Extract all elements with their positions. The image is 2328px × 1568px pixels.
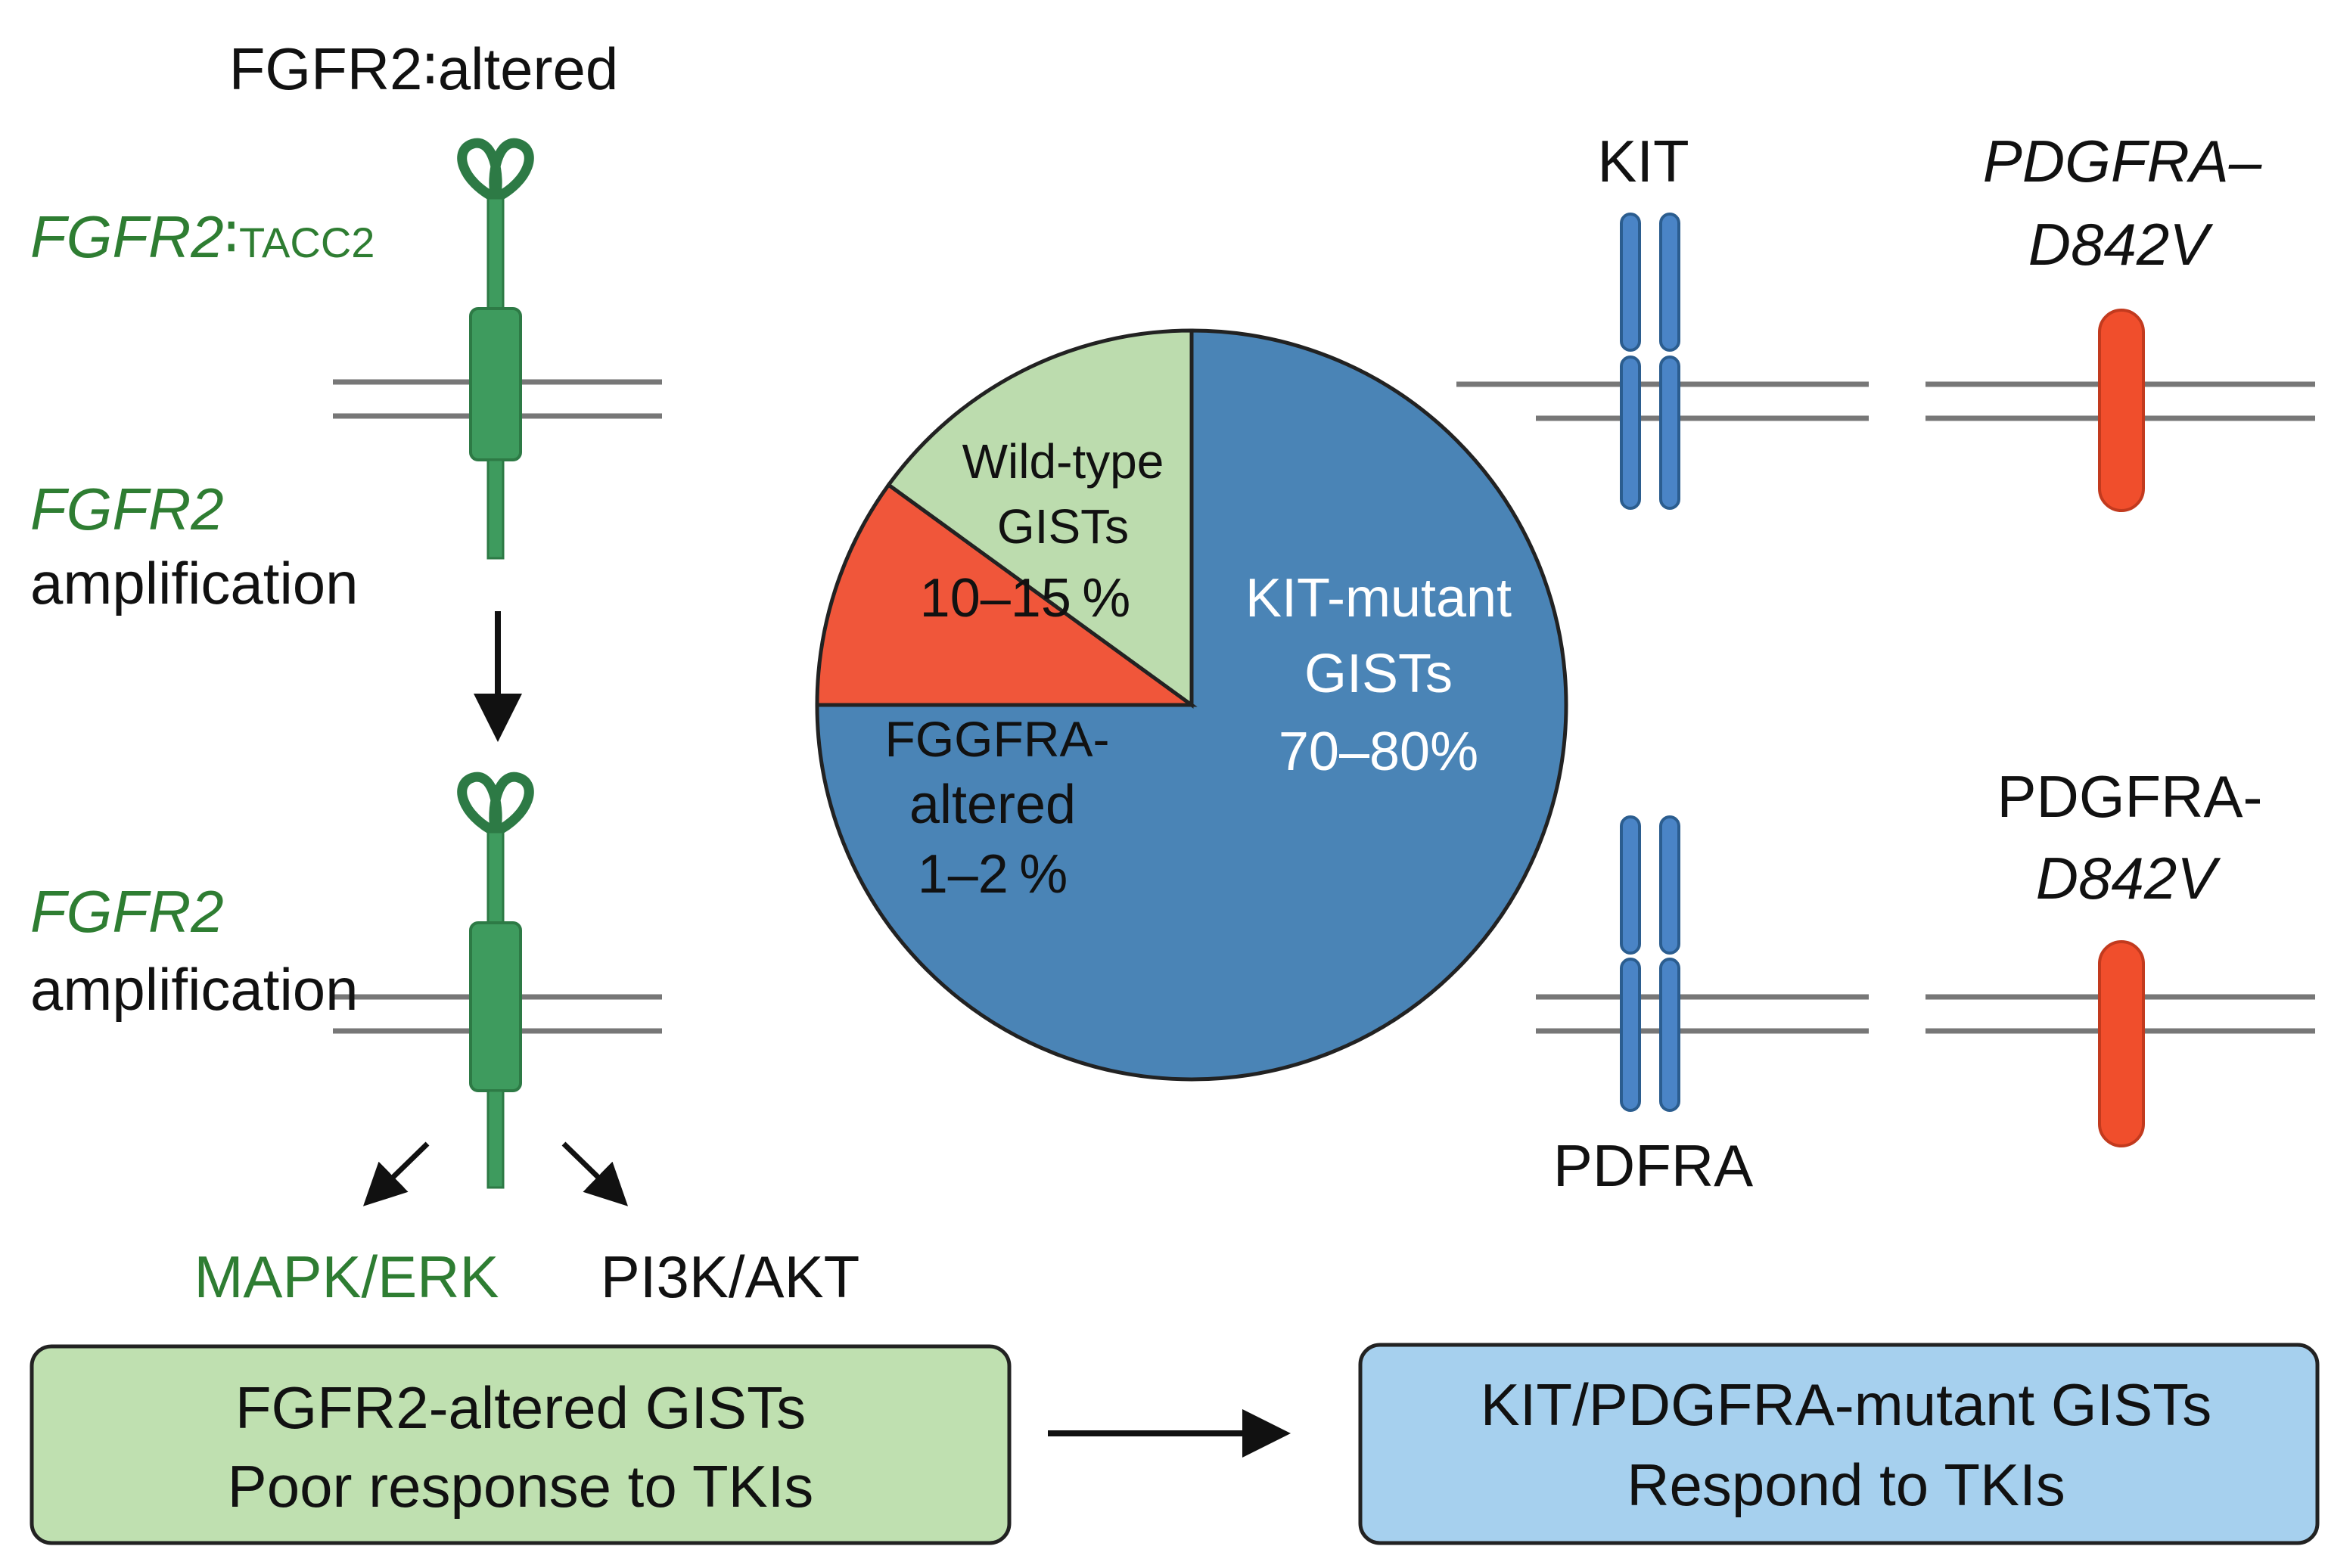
fgfr2-amplified-receptor-icon: [457, 772, 534, 1189]
arrow-down-right-icon: [561, 1141, 629, 1206]
pathway-mapk-erk: MAPK/ERK: [194, 1244, 499, 1310]
pie-label-fgfr-line3: 1–2 %: [918, 844, 1068, 905]
pdgfra-d842v-bottom-receptor-icon: [2098, 940, 2145, 1147]
pathway-pi3k-akt: PI3K/AKT: [601, 1244, 859, 1310]
pie-label-fgfr-line2: altered: [909, 775, 1076, 835]
pie-label-wildtype-line1: Wild-type: [962, 434, 1164, 489]
pie-label-kit-line3: 70–80%: [1279, 722, 1478, 782]
amplification-2-gene: FGFR2: [30, 878, 224, 945]
pie-label-fgfr-line1: FGGFRA-: [885, 711, 1110, 767]
pdfra-label: PDFRA: [1553, 1132, 1753, 1199]
kit-outcome-line2: Respond to TKIs: [1627, 1452, 2065, 1518]
kit-pdgfra-outcome-box: KIT/PDGFRA-mutant GISTs Respond to TKIs: [1358, 1343, 2320, 1545]
fgfr2-outcome-line2: Poor response to TKIs: [228, 1453, 814, 1520]
pie-label-wildtype-line2: GISTs: [997, 499, 1129, 554]
amplification-1-text: amplification: [30, 550, 359, 616]
pie-label-wildtype-line3: 10–15 %: [920, 568, 1131, 629]
arrow-down-left-icon: [362, 1141, 430, 1206]
top-mutant-label-line1: PDGFRA–: [1983, 128, 2262, 194]
amplification-1-gene: FGFR2: [30, 476, 224, 542]
amplification-2-text: amplification: [30, 956, 359, 1023]
pie-label-kit-line2: GISTs: [1304, 644, 1453, 704]
pdgfra-d842v-top-receptor-icon: [2098, 309, 2145, 512]
pie-slice-fgfr-altered: [815, 482, 1198, 707]
fgfr2-outcome-line1: FGFR2-altered GISTs: [235, 1374, 806, 1441]
fgfr2-outcome-box: FGFR2-altered GISTs Poor response to TKI…: [30, 1344, 1012, 1545]
bottom-mutant-label-line1: PDGFRA-: [1997, 763, 2263, 830]
fusion-label: FGFR2∶TACC2: [30, 203, 375, 270]
kit-outcome-line1: KIT/PDGFRA-mutant GISTs: [1481, 1371, 2212, 1438]
pdgfra-receptor-icon: [1620, 815, 1680, 1112]
fgfr2-fusion-receptor-icon: [457, 138, 534, 560]
kit-label: KIT: [1597, 128, 1689, 194]
fgfr2-altered-title: FGFR2∶altered: [229, 36, 618, 102]
membrane-bottom-right: [1536, 994, 2315, 1034]
pie-slice-wild-type: [886, 328, 1194, 709]
kit-receptor-icon: [1620, 213, 1680, 510]
membrane-top-right: [1456, 381, 2315, 421]
bottom-mutant-label-line2: D842V: [2036, 845, 2221, 911]
top-mutant-label-line2: D842V: [2028, 211, 2214, 278]
pie-label-kit-line1: KIT-mutant: [1245, 568, 1512, 629]
gist-subtype-pie-chart: [815, 328, 1568, 1082]
